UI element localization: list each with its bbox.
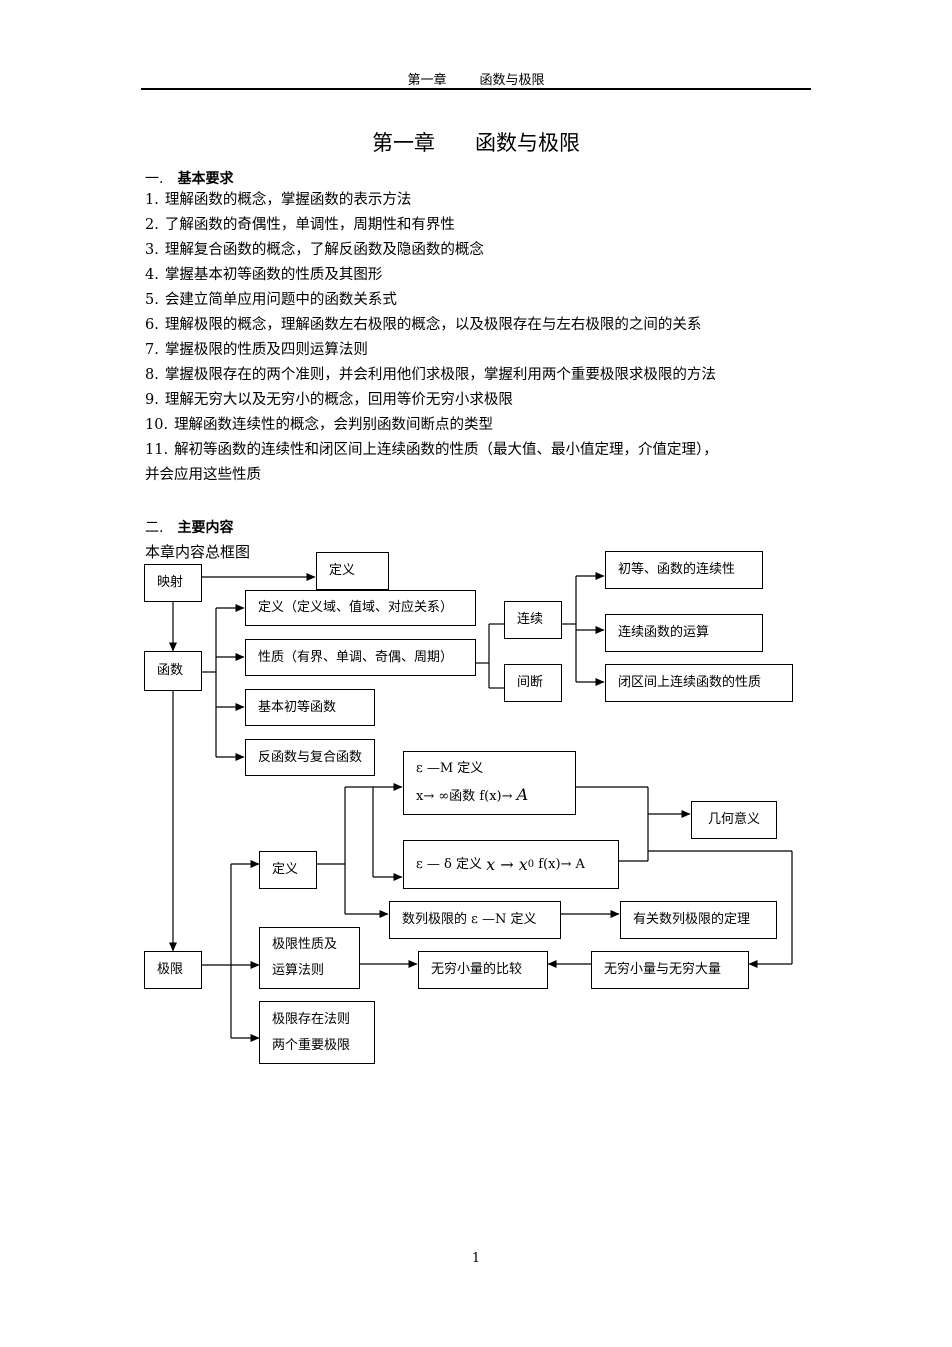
list-item: 6. 理解极限的概念，理解函数左右极限的概念，以及极限存在与左右极限的之间的关系 <box>145 313 825 338</box>
limit-rules-line2: 两个重要极限 <box>272 1037 351 1053</box>
list-item: 2. 了解函数的奇偶性，单调性，周期性和有界性 <box>145 213 825 238</box>
section-title: 主要内容 <box>177 520 234 536</box>
item-text: 掌握极限存在的两个准则，并会利用他们求极限，掌握利用两个重要极限求极限的方法 <box>164 367 716 383</box>
box-infinitesimal-infinite: 无穷小量与无穷大量 <box>591 951 749 989</box>
section-title: 基本要求 <box>177 171 234 187</box>
epsilon-delta-expr: x → x <box>486 854 528 874</box>
item-number: 4. <box>145 267 159 283</box>
box-geometric-meaning: 几何意义 <box>691 801 777 839</box>
box-sequence-limit-theorems: 有关数列极限的定理 <box>620 901 777 939</box>
item-text: 了解函数的奇偶性，单调性，周期性和有界性 <box>164 217 455 233</box>
box-limit: 极限 <box>144 951 202 989</box>
box-infinitesimal-comparison: 无穷小量的比较 <box>418 951 548 989</box>
box-epsilon-m-definition: ε —M 定义 x→ ∞函数 f(x)→ A <box>403 751 576 815</box>
epsilon-m-line2: x→ ∞函数 f(x)→ A <box>416 782 528 810</box>
list-item: 5. 会建立简单应用问题中的函数关系式 <box>145 288 825 313</box>
list-item: 7. 掌握极限的性质及四则运算法则 <box>145 338 825 363</box>
section-number: 一. <box>145 171 164 187</box>
box-function: 函数 <box>144 651 202 691</box>
item-text: 掌握基本初等函数的性质及其图形 <box>164 267 383 283</box>
box-elementary-continuity: 初等、函数的连续性 <box>605 551 763 589</box>
chapter-title: 第一章 函数与极限 <box>371 131 581 155</box>
item-number: 8. <box>145 367 159 383</box>
list-item: 9. 理解无穷大以及无穷小的概念，回用等价无穷小求极限 <box>145 388 825 413</box>
item-text: 理解复合函数的概念，了解反函数及隐函数的概念 <box>164 242 484 258</box>
item-text: 理解极限的概念，理解函数左右极限的概念，以及极限存在与左右极限的之间的关系 <box>164 317 702 333</box>
box-function-properties: 性质（有界、单调、奇偶、周期） <box>245 639 476 676</box>
section-heading-main-content: 二. 主要内容 <box>145 517 233 537</box>
item-number: 3. <box>145 242 159 258</box>
box-limit-properties: 极限性质及 运算法则 <box>259 927 360 989</box>
epsilon-delta-label: ε — δ 定义 <box>416 856 487 872</box>
epsilon-delta-subscript: 0 <box>527 858 535 870</box>
header-rule <box>141 88 811 90</box>
box-limit-existence-rules: 极限存在法则 两个重要极限 <box>259 1001 375 1064</box>
list-item: 8. 掌握极限存在的两个准则，并会利用他们求极限，掌握利用两个重要极限求极限的方法 <box>145 363 825 388</box>
running-header: 第一章 函数与极限 <box>407 73 545 88</box>
box-elementary-functions: 基本初等函数 <box>245 689 375 726</box>
list-item: 4. 掌握基本初等函数的性质及其图形 <box>145 263 825 288</box>
box-limit-definition: 定义 <box>259 851 317 889</box>
epsilon-delta-tail: f(x)→ A <box>534 856 585 872</box>
list-item: 10. 理解函数连续性的概念，会判别函数间断点的类型 <box>145 413 825 438</box>
box-sequence-limit-definition: 数列极限的 ε —N 定义 <box>389 901 561 939</box>
item-number: 9. <box>145 392 159 408</box>
box-closed-interval-properties: 闭区间上连续函数的性质 <box>605 664 793 702</box>
item-number: 11. <box>145 442 169 458</box>
box-continuous: 连续 <box>504 601 562 639</box>
list-item: 3. 理解复合函数的概念，了解反函数及隐函数的概念 <box>145 238 825 263</box>
epsilon-m-expr: x→ ∞函数 f(x)→ <box>416 789 517 804</box>
list-item: 11. 解初等函数的连续性和闭区间上连续函数的性质（最大值、最小值定理，介值定理）… <box>145 438 825 463</box>
item-number: 6. <box>145 317 159 333</box>
diagram-caption: 本章内容总框图 <box>145 543 251 561</box>
item-text: 理解函数连续性的概念，会判别函数间断点的类型 <box>174 417 494 433</box>
limit-properties-line2: 运算法则 <box>272 963 325 978</box>
item-number: 5. <box>145 292 159 308</box>
page-number: 1 <box>471 1251 481 1266</box>
box-discontinuous: 间断 <box>504 664 562 702</box>
item-number: 7. <box>145 342 159 358</box>
limit-properties-line1: 极限性质及 <box>272 937 338 952</box>
box-function-definition: 定义（定义域、值域、对应关系） <box>245 590 476 626</box>
box-inverse-composite: 反函数与复合函数 <box>245 739 375 776</box>
list-item: 1. 理解函数的概念，掌握函数的表示方法 <box>145 188 825 213</box>
box-mapping: 映射 <box>144 564 202 602</box>
epsilon-m-limit-value: A <box>516 785 529 804</box>
section-number: 二. <box>145 520 164 536</box>
item-text: 理解无穷大以及无穷小的概念，回用等价无穷小求极限 <box>164 392 513 408</box>
item-text: 理解函数的概念，掌握函数的表示方法 <box>164 192 412 208</box>
item-text: 会建立简单应用问题中的函数关系式 <box>164 292 397 308</box>
list-item-continuation: 并会应用这些性质 <box>145 467 261 483</box>
limit-rules-line1: 极限存在法则 <box>272 1011 351 1027</box>
box-definition-top: 定义 <box>316 552 389 590</box>
item-number: 2. <box>145 217 159 233</box>
requirements-list: 1. 理解函数的概念，掌握函数的表示方法 2. 了解函数的奇偶性，单调性，周期性和有… <box>145 188 825 488</box>
item-text: 掌握极限的性质及四则运算法则 <box>164 342 368 358</box>
item-number: 1. <box>145 192 159 208</box>
item-text: 解初等函数的连续性和闭区间上连续函数的性质（最大值、最小值定理，介值定理）， <box>174 442 718 458</box>
section-heading-requirements: 一. 基本要求 <box>145 168 233 188</box>
box-continuous-operations: 连续函数的运算 <box>605 614 763 652</box>
item-number: 10. <box>145 417 169 433</box>
epsilon-m-line1: ε —M 定义 <box>416 761 484 776</box>
